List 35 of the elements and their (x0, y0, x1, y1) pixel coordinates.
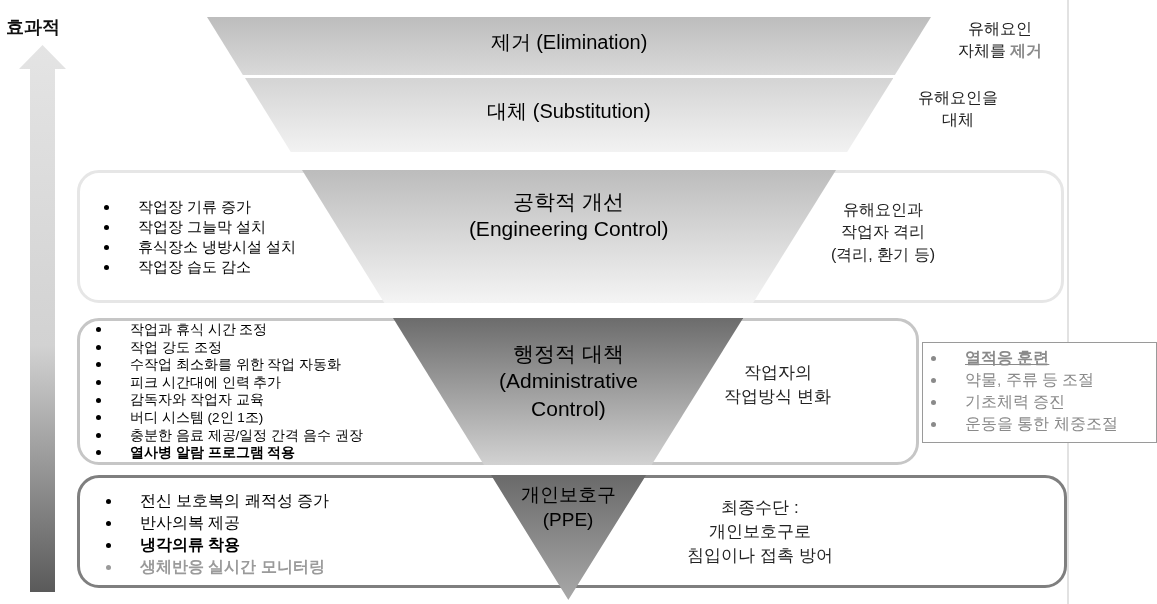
bullet-item: 열적응 훈련 (965, 348, 1050, 368)
bullet-item: 약물, 주류 등 조절 (965, 370, 1095, 390)
bullet-item: 기초체력 증진 (965, 392, 1066, 412)
level-description: 작업자의 작업방식 변화 (723, 362, 832, 408)
bullet-item: 피크 시간대에 인력 추가 (130, 373, 282, 392)
level-description: 유해요인과 작업자 격리 (격리, 환기 등) (830, 200, 936, 265)
rounded-panel (77, 318, 919, 465)
bullet-item: 버디 시스템 (2인 1조) (130, 408, 264, 427)
bullet-item: 생체반응 실시간 모니터링 (140, 557, 325, 577)
note-box (922, 342, 1157, 443)
level-title: 대체 (Substitution) (487, 99, 651, 124)
level-title: 공학적 개선 (Engineering Control) (467, 189, 670, 243)
bullet-item: 운동을 통한 체중조절 (965, 414, 1118, 434)
level-title: 행정적 대책 (Administrative Control) (497, 341, 639, 422)
bullet-item: 휴식장소 냉방시설 설치 (138, 237, 297, 257)
bullet-item: 열사병 알람 프로그램 적용 (130, 444, 296, 462)
level-description: 최종수단 : 개인보호구로 침입이나 접촉 방어 (686, 497, 834, 567)
axis-label: 효과적 (6, 16, 60, 39)
bullet-item: 작업장 기류 증가 (138, 197, 252, 217)
bullet-item: 작업 강도 조정 (130, 338, 222, 357)
rounded-panel (77, 170, 1064, 303)
level-description: 유해요인 자체를 제거 (956, 19, 1044, 61)
level-title: 개인보호구 (PPE) (519, 483, 617, 532)
rounded-panel (77, 475, 1067, 588)
level-description: 유해요인을 대체 (916, 88, 999, 130)
bullet-item: 냉각의류 착용 (140, 535, 241, 555)
bullet-item: 작업장 그늘막 설치 (138, 217, 267, 237)
bullet-item: 수작업 최소화를 위한 작업 자동화 (130, 356, 341, 374)
bullet-item: 감독자와 작업자 교육 (130, 391, 264, 409)
bullet-item: 반사의복 제공 (140, 513, 241, 533)
bullet-item: 충분한 음료 제공/일정 간격 음수 권장 (130, 426, 363, 445)
bullet-item: 작업과 휴식 시간 조정 (130, 321, 268, 339)
bullet-item: 전신 보호복의 쾌적성 증가 (140, 491, 330, 511)
level-title: 제거 (Elimination) (490, 30, 648, 55)
bullet-item: 작업장 습도 감소 (138, 257, 252, 277)
